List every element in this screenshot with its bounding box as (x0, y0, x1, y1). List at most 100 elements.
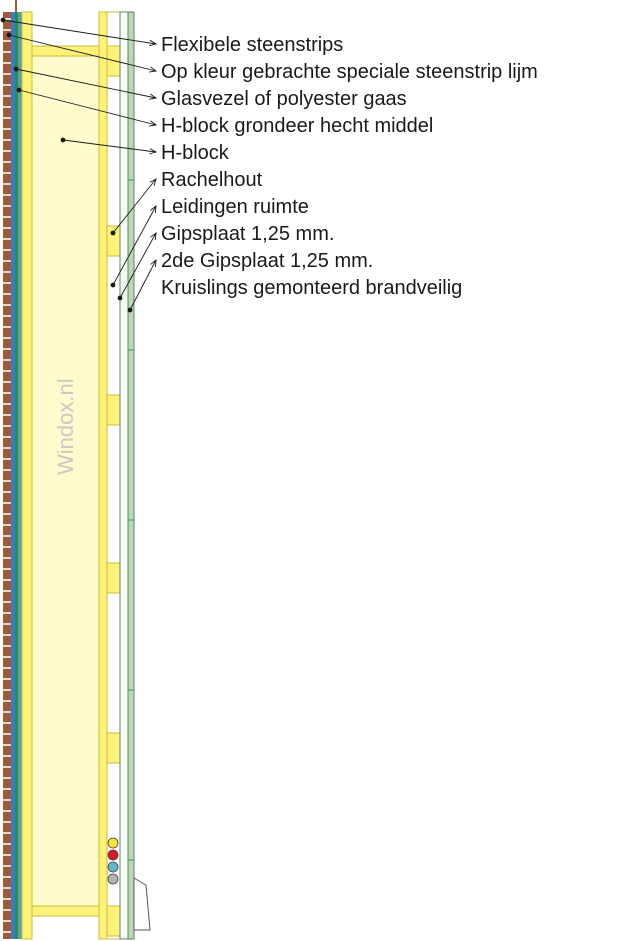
mortar-joint (3, 249, 11, 251)
mortar-joint (3, 370, 11, 372)
dot-icon (16, 87, 22, 93)
mortar-joint (3, 227, 11, 229)
mortar-joint (3, 469, 11, 471)
leader-line (112, 205, 157, 286)
mortar-joint (3, 612, 11, 614)
mortar-joint (3, 62, 11, 64)
mortar-joint (3, 304, 11, 306)
mortar-joint (3, 513, 11, 515)
layer-label: H-block grondeer hecht middel (161, 115, 433, 137)
leader-line (2, 19, 157, 45)
gypsum-board-1 (127, 11, 135, 940)
mortar-joint (3, 425, 11, 427)
mortar-joint (3, 634, 11, 636)
mortar-joint (3, 139, 11, 141)
mortar-joint (3, 557, 11, 559)
mortar-joint (3, 216, 11, 218)
mortar-joint (3, 337, 11, 339)
mortar-joint (3, 161, 11, 163)
batten-backing (106, 11, 121, 940)
leader-line (15, 68, 157, 99)
cables-group (107, 837, 119, 885)
mortar-joint (3, 590, 11, 592)
mortar-joint (3, 711, 11, 713)
mortar-joint (3, 535, 11, 537)
layer-label: Rachelhout (161, 169, 263, 191)
dot-icon (110, 230, 116, 236)
watermark-text: Windox.nl (53, 378, 78, 475)
mortar-joint (3, 51, 11, 53)
mortar-joint (3, 821, 11, 823)
mortar-joint (3, 238, 11, 240)
mortar-joint (3, 920, 11, 922)
mortar-joint (3, 271, 11, 273)
mortar-joint (3, 909, 11, 911)
mortar-joint (3, 172, 11, 174)
layer-label: 2de Gipsplaat 1,25 mm. (161, 250, 373, 272)
mortar-joint (3, 579, 11, 581)
mesh-layer (15, 12, 18, 939)
mortar-joint (3, 73, 11, 75)
gypsum-layer (127, 11, 135, 940)
mortar-joint (3, 205, 11, 207)
brick-strip-layer (3, 0, 17, 939)
layer-label: H-block (161, 142, 230, 164)
dot-icon (110, 282, 116, 288)
mortar-joint (3, 854, 11, 856)
leader-line (112, 178, 157, 234)
outlet-box (133, 877, 151, 931)
mortar-joint (3, 95, 11, 97)
mortar-joint (3, 744, 11, 746)
mortar-joint (3, 601, 11, 603)
h-block-core (31, 45, 100, 909)
mortar-joint (3, 546, 11, 548)
cable-icon (107, 837, 119, 849)
dot-icon (117, 295, 123, 301)
mortar-joint (3, 799, 11, 801)
mortar-joint (3, 381, 11, 383)
dot-icon (127, 307, 133, 313)
mortar-joint (3, 667, 11, 669)
mortar-joint (3, 282, 11, 284)
mortar-joint (3, 777, 11, 779)
batten-block (106, 225, 121, 257)
layer-label: Kruislings gemonteerd brandveilig (161, 277, 462, 299)
dot-icon (60, 137, 66, 143)
mortar-joint (3, 117, 11, 119)
mortar-joint (3, 29, 11, 31)
dot-icon (6, 32, 12, 38)
mortar-joint (3, 876, 11, 878)
mortar-joint (3, 766, 11, 768)
h-block-bottom-flange (31, 905, 100, 917)
mortar-joint (3, 722, 11, 724)
mortar-joint (3, 865, 11, 867)
leader-line (62, 139, 157, 153)
leader-line (129, 259, 157, 311)
brick-strip-top (15, 0, 17, 14)
mortar-joint (3, 150, 11, 152)
batten-block (106, 394, 121, 426)
mortar-joint (3, 524, 11, 526)
brick-strip (3, 12, 11, 939)
mortar-joint (3, 788, 11, 790)
layer-label: Op kleur gebrachte speciale steenstrip l… (161, 61, 538, 83)
mortar-joint (3, 359, 11, 361)
layer-label: Flexibele steenstrips (161, 34, 343, 56)
mortar-joint (3, 436, 11, 438)
h-block-body (21, 11, 33, 940)
mortar-joint (3, 447, 11, 449)
mortar-joint (3, 106, 11, 108)
batten-block (106, 732, 121, 764)
mortar-joint (3, 887, 11, 889)
mortar-joint (3, 293, 11, 295)
mortar-joint (3, 194, 11, 196)
mortar-joint (3, 458, 11, 460)
mortar-joint (3, 623, 11, 625)
mortar-joint (3, 480, 11, 482)
mortar-joint (3, 898, 11, 900)
mortar-joint (3, 832, 11, 834)
mortar-joint (3, 414, 11, 416)
arrow-icon (149, 66, 158, 73)
arrow-icon (150, 258, 157, 268)
